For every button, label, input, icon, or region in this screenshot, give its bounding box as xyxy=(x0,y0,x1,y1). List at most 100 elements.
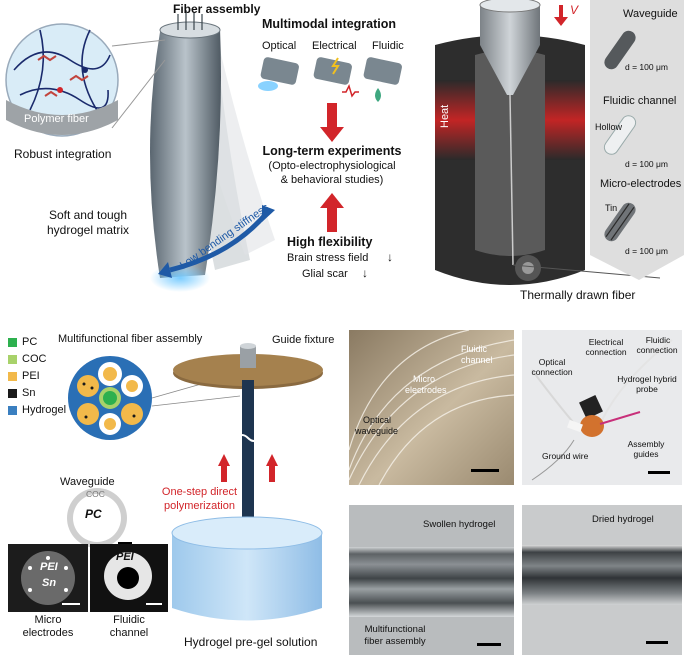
hollow-label: Hollow xyxy=(595,122,623,132)
photo-fibers: Fluidic channel Micro electrodes Optical… xyxy=(349,330,514,485)
long-term-sub-2: & behavioral studies) xyxy=(280,174,384,186)
pregel-container xyxy=(171,516,323,621)
fiber-assembly-photo-label-2: fiber assembly xyxy=(364,636,426,647)
scale-bar xyxy=(646,641,668,644)
sem-sn-label: Sn xyxy=(42,577,57,589)
ground-wire-label: Ground wire xyxy=(542,451,589,461)
hybrid-probe-label-2: probe xyxy=(636,384,658,394)
micro-electrodes-image xyxy=(8,544,88,612)
panel-a-illustration xyxy=(5,10,402,292)
fluidic-diameter: d = 100 μm xyxy=(625,159,668,169)
legend-label-pc: PC xyxy=(22,336,38,348)
electrical-connection-label-2: connection xyxy=(585,347,627,357)
fluidic-fiber-mini xyxy=(363,57,402,102)
dried-hydrogel-label: Dried hydrogel xyxy=(592,514,654,525)
optical-fiber-mini xyxy=(258,57,299,91)
mode-fluidic-label: Fluidic xyxy=(372,40,404,52)
preform-rod xyxy=(479,0,541,266)
multimodal-title: Multimodal integration xyxy=(262,17,397,31)
fluidic-channel-image xyxy=(90,544,168,612)
fluidic-connection-label-1: Fluidic xyxy=(645,335,671,345)
assembly-guides-label-1: Assembly xyxy=(627,439,665,449)
tin-label: Tin xyxy=(605,203,618,213)
red-arrow-up xyxy=(320,193,344,232)
multifunctional-assembly-label: Multifunctional fiber assembly xyxy=(58,333,203,345)
polymer-network-zoom xyxy=(5,23,119,137)
legend-swatch-sn xyxy=(8,389,17,398)
fluidic-pei-label: PEI xyxy=(116,551,134,563)
hydrogel-matrix-label-2: hydrogel matrix xyxy=(46,223,130,237)
fiber-band xyxy=(522,545,682,605)
legend-label-pei: PEI xyxy=(22,370,40,382)
legend-swatch-hydrogel xyxy=(8,406,17,415)
panel-b: V Heat Waveguide d = 100 μm Fluidic chan… xyxy=(425,0,684,310)
hydrogel-fiber-rod xyxy=(242,380,254,545)
optical-waveguide-photo-label-1: Optical xyxy=(363,415,392,425)
coc-label: COC xyxy=(86,489,105,499)
brain-stress-down-icon: ↓ xyxy=(387,250,393,264)
panel-a: Fiber assembly Polymer fiber Robust inte… xyxy=(0,0,420,310)
mode-optical-label: Optical xyxy=(262,40,297,52)
probe-illustration xyxy=(531,339,673,481)
scale-bar xyxy=(471,469,499,472)
fiber-band xyxy=(349,547,514,617)
waveguide-cross-section xyxy=(67,488,132,548)
fluidic-channel-photo-label-2: channel xyxy=(461,355,493,365)
legend-swatch-pc xyxy=(8,338,17,347)
fluidic-channel-photo-label-1: Fluidic xyxy=(461,344,488,354)
bending-arrow xyxy=(158,205,275,278)
glial-scar-label: Glial scar xyxy=(302,268,348,280)
hydrogel-matrix-label-1: Soft and tough xyxy=(48,208,128,222)
scale-bar xyxy=(477,643,501,646)
electrode-diameter: d = 100 μm xyxy=(625,246,668,256)
fluidic-channel-caption-2: channel xyxy=(109,627,149,639)
optical-connection-label-1: Optical xyxy=(538,357,566,367)
panel-c: PC COC PEI Sn Hydrogel xyxy=(0,318,340,660)
micro-electrodes-caption-1: Micro xyxy=(34,614,62,626)
velocity-label: V xyxy=(570,3,579,17)
panel-c-illustration xyxy=(8,343,323,621)
electrical-fiber-mini xyxy=(313,57,359,98)
legend-swatch-coc xyxy=(8,355,17,364)
micro-electrodes-photo-label-1: Micro xyxy=(413,374,435,384)
guide-fixture-disk xyxy=(173,343,323,389)
assembly-cross-section xyxy=(68,356,152,440)
photo-swollen-hydrogel: Swollen hydrogel Multifunctional fiber a… xyxy=(349,505,514,655)
optical-waveguide-photo-label-2: waveguide xyxy=(355,426,399,436)
fluidic-connection-label-2: connection xyxy=(636,345,678,355)
swollen-hydrogel-label: Swollen hydrogel xyxy=(423,519,496,530)
legend-label-hydrogel: Hydrogel xyxy=(22,404,67,416)
electrical-connection-label-1: Electrical xyxy=(588,337,624,347)
assembly-guides-label-2: guides xyxy=(633,449,659,459)
micro-electrodes-caption-2: electrodes xyxy=(22,627,74,639)
legend-swatch-pei xyxy=(8,372,17,381)
glial-scar-down-icon: ↓ xyxy=(362,266,368,280)
fiber-assembly-photo-label-1: Multifunctional xyxy=(364,624,426,635)
micro-electrodes-photo-label-2: electrodes xyxy=(405,385,447,395)
hybrid-probe-label-1: Hydrogel hybrid xyxy=(617,374,677,384)
red-arrow-down xyxy=(320,103,344,142)
fluidic-channel-caption-1: Fluidic xyxy=(113,614,145,626)
sem-pei-label: PEI xyxy=(40,561,58,573)
robust-integration-label: Robust integration xyxy=(14,147,112,161)
fiber-cross-section-panel xyxy=(590,0,684,280)
brain-stress-label: Brain stress field xyxy=(287,252,369,264)
polymerization-arrows xyxy=(218,454,278,482)
mode-electrical-label: Electrical xyxy=(312,40,357,52)
scale-bar xyxy=(648,471,670,474)
photo-dried-hydrogel: Dried hydrogel xyxy=(522,505,682,655)
legend-label-coc: COC xyxy=(22,353,47,365)
fiber-coil-lines xyxy=(349,330,514,485)
draw-velocity-arrow xyxy=(554,5,568,26)
heat-label: Heat xyxy=(439,104,451,128)
panel-b-illustration xyxy=(435,0,684,285)
waveguide-title: Waveguide xyxy=(60,476,115,488)
waveguide-diameter: d = 100 μm xyxy=(625,62,668,72)
one-step-label-1: One-step direct xyxy=(161,486,238,498)
photo-probe: Electrical connection Fluidic connection… xyxy=(522,330,682,485)
flexibility-title: High flexibility xyxy=(287,235,373,249)
waveguide-label: Waveguide xyxy=(623,8,678,20)
micro-electrodes-label: Micro-electrodes xyxy=(600,178,682,190)
optical-connection-label-2: connection xyxy=(531,367,573,377)
fluidic-channel-label: Fluidic channel xyxy=(603,95,677,107)
